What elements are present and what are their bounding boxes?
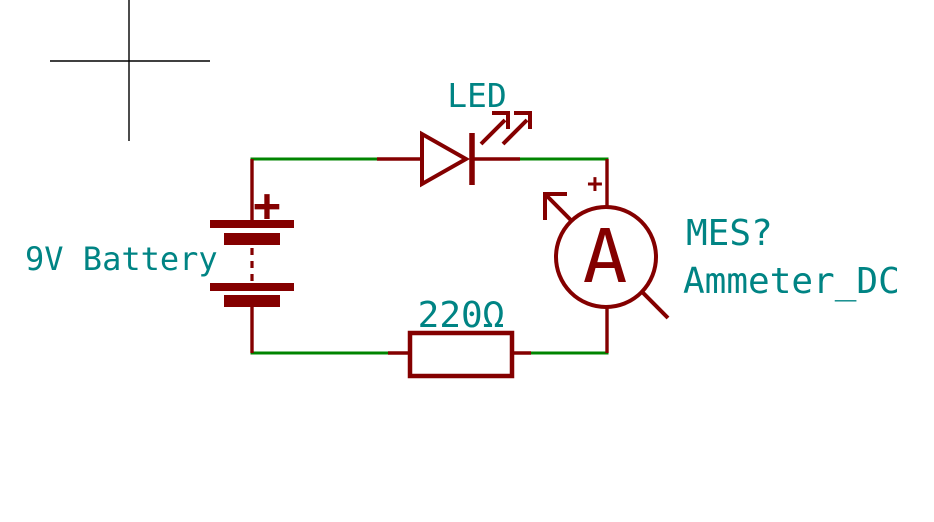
resistor-body [407, 330, 515, 379]
cursor-crosshair-icon [50, 0, 210, 141]
battery-label[interactable]: 9V Battery [25, 240, 218, 278]
led-arrow-2-head [514, 111, 532, 129]
battery-plate-short-top [224, 233, 280, 245]
ammeter-reference-label[interactable]: MES? [686, 213, 773, 254]
ammeter-plus-icon: + [587, 169, 603, 199]
ammeter-letter: A [583, 214, 628, 300]
led-symbol[interactable] [377, 111, 532, 188]
ammeter-value-label[interactable]: Ammeter_DC [683, 261, 900, 302]
led-emission-arrows-icon [479, 111, 532, 146]
battery-plus-icon: + [253, 178, 281, 232]
led-triangle [420, 130, 471, 188]
battery-plate-long-top [210, 220, 294, 228]
battery-symbol[interactable]: + [210, 159, 294, 353]
led-arrow-2-shaft [501, 118, 529, 146]
battery-plate-short-bottom [224, 295, 280, 307]
led-arrow-1-shaft [479, 118, 507, 146]
ammeter-circle [554, 205, 658, 309]
led-label[interactable]: LED [447, 76, 507, 115]
resistor-symbol[interactable] [388, 330, 531, 379]
led-arrow-1-head [492, 111, 510, 129]
battery-plate-long-bottom [210, 283, 294, 291]
ammeter-symbol[interactable]: A + [543, 159, 670, 353]
resistor-value-label[interactable]: 220Ω [418, 295, 505, 336]
ammeter-arrow-head [543, 192, 567, 220]
